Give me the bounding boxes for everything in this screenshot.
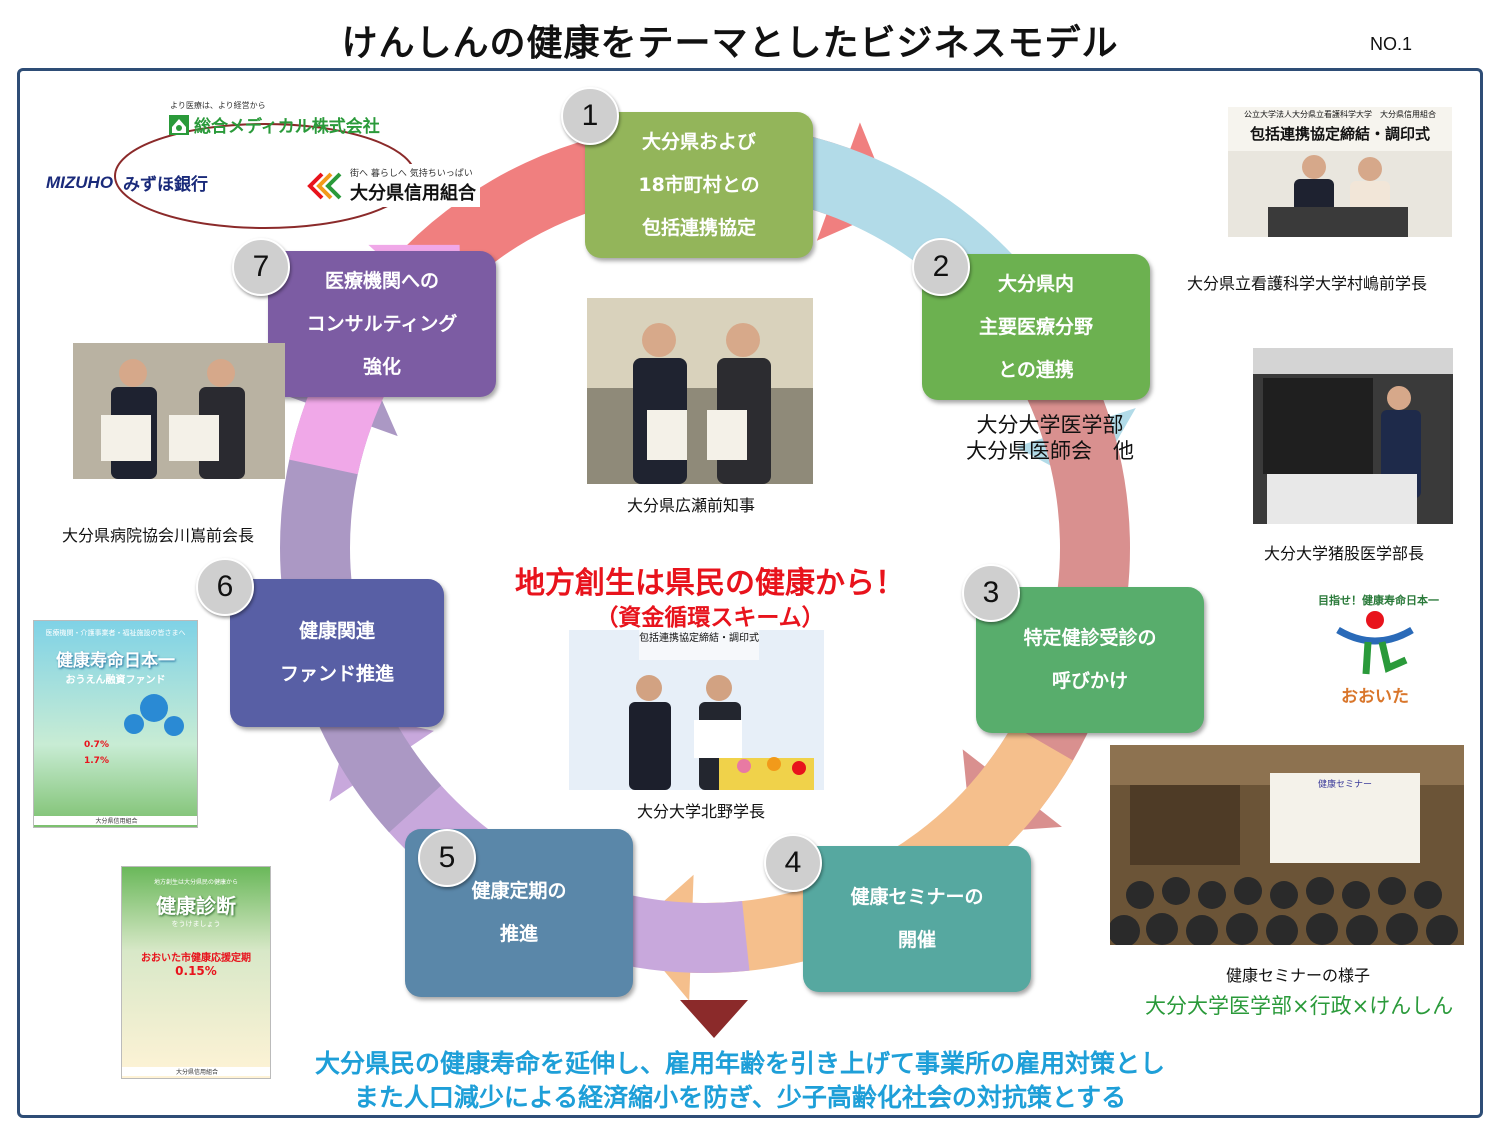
step-6-number: 6 bbox=[196, 558, 254, 616]
medical-dean-caption: 大分大学猪股医学部長 bbox=[1264, 544, 1425, 563]
deposit-flyer-product: おおいた市健康応援定期 bbox=[141, 953, 251, 964]
signing1-banner: 公立大学法人大分県立看護科学大学 大分県信用組合 bbox=[1244, 110, 1436, 119]
fund-flyer-sub: おうえん融資ファンド bbox=[65, 675, 166, 686]
step-5-number: 5 bbox=[418, 829, 476, 887]
step-3-number: 3 bbox=[962, 564, 1020, 622]
footer-line-1: 大分県民の健康寿命を延伸し、雇用年齢を引き上げて事業所の雇用対策とし bbox=[314, 1049, 1165, 1078]
hospital-photo bbox=[73, 343, 285, 479]
nursing-caption: 大分県立看護科学大学村嶋前学長 bbox=[1187, 274, 1428, 293]
signing2-banner: 包括連携協定締結・調印式 bbox=[639, 633, 759, 644]
fund-flyer-art bbox=[124, 694, 184, 736]
step-5-line: 健康定期の bbox=[471, 880, 567, 902]
fund-flyer: 医療機関・介護事業者・福祉施設の皆さまへ 健康寿命日本一 おうえん融資ファンド … bbox=[33, 620, 198, 828]
seminar-partners-caption: 大分大学医学部×行政×けんしん bbox=[1145, 994, 1454, 1018]
shinyo-name: 大分県信用組合 bbox=[350, 183, 476, 204]
step-7-number: 7 bbox=[232, 238, 290, 296]
step-4-line: 開催 bbox=[897, 929, 936, 951]
person-mascot-icon bbox=[1336, 611, 1414, 675]
deposit-flyer: 地方創生は大分県民の健康から 健康診断 をうけましょう おおいた市健康応援定期 … bbox=[121, 866, 271, 1079]
seminar-screen-text: 健康セミナー bbox=[1317, 780, 1372, 790]
step-4-number: 4 bbox=[764, 834, 822, 892]
content-frame bbox=[17, 68, 1483, 1118]
step-4-box: 健康セミナーの開催 bbox=[803, 846, 1031, 992]
page-title: けんしんの健康をテーマとしたビジネスモデル bbox=[341, 23, 1119, 64]
mizuho-mark: MIZUHO bbox=[46, 172, 114, 192]
step-3-box: 特定健診受診の呼びかけ bbox=[976, 587, 1204, 733]
oita-univ-photo: 包括連携協定締結・調印式 bbox=[569, 630, 824, 790]
governor-photo bbox=[587, 298, 813, 484]
chevron-logo-icon bbox=[307, 172, 342, 199]
step-1-box: 大分県および 18市町村との包括連携協定 bbox=[585, 112, 813, 258]
nursing-photo: 公立大学法人大分県立看護科学大学 大分県信用組合 包括連携協定締結・調印式 bbox=[1228, 107, 1452, 237]
mascot: 目指せ！健康寿命日本一 おおいた bbox=[1318, 592, 1439, 710]
step-2-line: 大分県内 bbox=[997, 272, 1074, 295]
step-1-line: 18市町村との bbox=[638, 173, 760, 196]
step-2-note-line: 大分県医師会 他 bbox=[966, 439, 1134, 463]
seminar-photo: 健康セミナー bbox=[1110, 745, 1464, 945]
fund-flyer-headline: 健康寿命日本一 bbox=[56, 651, 175, 671]
page-number: NO.1 bbox=[1370, 34, 1413, 54]
step-7-line: 医療機関への bbox=[324, 269, 439, 292]
shinyo-tagline: 街へ 暮らしへ 気持ちいっぱい bbox=[350, 169, 473, 179]
center-slogan: 地方創生は県民の健康から！ bbox=[515, 566, 905, 601]
seminar-caption: 健康セミナーの様子 bbox=[1226, 966, 1371, 985]
sogo-logo: 総合メディカル株式会社 bbox=[168, 112, 380, 137]
mizuho-name: みずほ銀行 bbox=[123, 175, 209, 195]
step-2-line: 主要医療分野 bbox=[978, 315, 1093, 338]
nursing-photo-art bbox=[1228, 107, 1452, 237]
medical-dean-photo bbox=[1253, 348, 1453, 524]
mizuho-logo: MIZUHO みずほ銀行 bbox=[46, 170, 209, 196]
deposit-flyer-rate: 0.15% bbox=[175, 964, 217, 978]
house-logo-icon bbox=[169, 114, 189, 135]
fund-flyer-footer: 大分県信用組合 bbox=[34, 816, 197, 825]
deposit-flyer-top: 地方創生は大分県民の健康から bbox=[153, 879, 238, 886]
fund-flyer-rate2: 1.7% bbox=[84, 756, 109, 766]
footer-line-2: また人口減少による経済縮小を防ぎ、少子高齢化社会の対抗策とする bbox=[353, 1083, 1127, 1112]
sogo-tagline: より医療は、より経営から bbox=[170, 101, 266, 110]
hospital-caption: 大分県病院協会川嶌前会長 bbox=[62, 526, 255, 545]
center-subslogan: （資金循環スキーム） bbox=[595, 605, 825, 631]
step-7-line: 強化 bbox=[362, 355, 401, 378]
deposit-flyer-headline: 健康診断 bbox=[156, 894, 236, 918]
step-1-number: 1 bbox=[561, 87, 619, 145]
fund-flyer-top: 医療機関・介護事業者・福祉施設の皆さまへ bbox=[45, 629, 186, 637]
step-2-line: との連携 bbox=[998, 358, 1074, 381]
step-2-number: 2 bbox=[912, 238, 970, 296]
step-1-line: 包括連携協定 bbox=[641, 216, 756, 239]
step-2-note-line: 大分大学医学部 bbox=[976, 413, 1124, 437]
governor-photo-art bbox=[587, 298, 813, 484]
step-7-box: 医療機関へのコンサルティング強化 bbox=[268, 251, 496, 397]
medical-dean-photo-art bbox=[1253, 348, 1453, 524]
step-3-line: 呼びかけ bbox=[1051, 670, 1128, 692]
seminar-photo-art bbox=[1110, 745, 1464, 945]
oita-univ-photo-art bbox=[569, 630, 824, 790]
step-3-line: 特定健診受診の bbox=[1023, 627, 1157, 649]
step-6-box: 健康関連ファンド推進 bbox=[230, 579, 444, 727]
governor-caption: 大分県広瀬前知事 bbox=[627, 496, 756, 515]
step-1-line: 大分県および bbox=[641, 130, 756, 153]
deposit-flyer-sub: をうけましょう bbox=[171, 920, 221, 928]
mascot-top-text: 目指せ！健康寿命日本一 bbox=[1318, 594, 1439, 607]
step-7-line: コンサルティング bbox=[306, 312, 458, 335]
oita-univ-caption: 大分大学北野学長 bbox=[637, 802, 766, 821]
triangle-down-icon bbox=[680, 1000, 748, 1038]
mascot-bottom-text: おおいた bbox=[1341, 687, 1409, 707]
step-5-line: 推進 bbox=[499, 923, 538, 945]
step-4-line: 健康セミナーの bbox=[850, 886, 984, 908]
step-6-line: ファンド推進 bbox=[279, 663, 394, 685]
hospital-photo-art bbox=[73, 343, 285, 479]
deposit-flyer-footer: 大分県信用組合 bbox=[122, 1067, 270, 1076]
step-2-note: 大分大学医学部 大分県医師会 他 bbox=[950, 412, 1150, 464]
sogo-name: 総合メディカル株式会社 bbox=[194, 117, 380, 137]
signing1-banner-title: 包括連携協定締結・調印式 bbox=[1249, 125, 1430, 143]
fund-flyer-rate1: 0.7% bbox=[84, 740, 109, 750]
step-6-line: 健康関連 bbox=[298, 620, 375, 642]
shinyo-logo: 街へ 暮らしへ 気持ちいっぱい 大分県信用組合 bbox=[300, 164, 480, 207]
